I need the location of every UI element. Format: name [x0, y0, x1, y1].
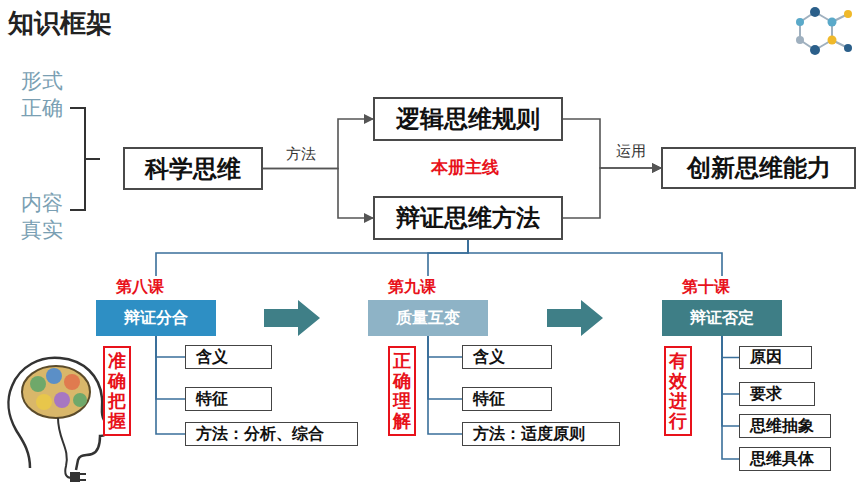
section-fill: 辩证否定: [662, 300, 782, 336]
sub-text: 含义: [196, 347, 228, 368]
bracket: [70, 108, 100, 210]
section-fill: 辩证分合: [96, 300, 216, 336]
sub-text: 方法：适度原则: [473, 424, 585, 445]
molecule-logo: [796, 7, 852, 55]
connector: [156, 336, 185, 434]
block-arrow: [547, 300, 603, 336]
connector: [428, 336, 462, 357]
main-box: 科学思维: [123, 147, 263, 190]
sub-box: 思维具体: [739, 447, 831, 471]
connector: [263, 169, 373, 219]
sub-text: 特征: [473, 389, 505, 410]
sub-box: 含义: [185, 345, 272, 369]
main-box: 创新思维能力: [661, 147, 856, 189]
connector: [263, 119, 373, 169]
sub-box: 原因: [739, 346, 812, 369]
connector: [722, 336, 739, 358]
sub-text: 要求: [750, 384, 782, 405]
mainline-label: 本册主线: [431, 156, 499, 179]
connector: [428, 336, 462, 399]
section-fill: 质量互变: [368, 300, 488, 336]
connector: [722, 336, 739, 459]
sec-box: 第八课辩证分合: [96, 276, 216, 336]
section-title: 质量互变: [396, 308, 460, 329]
connector: [428, 336, 462, 434]
sub-text: 特征: [196, 389, 228, 410]
main-text: 逻辑思维规则: [396, 103, 540, 135]
lesson-heading: 第九课: [368, 276, 488, 300]
sub-box: 方法：分析、综合: [185, 422, 358, 446]
connector: [722, 336, 739, 426]
main-text: 科学思维: [145, 153, 241, 185]
connector: [563, 119, 661, 168]
sec-box: 第十课辩证否定: [662, 276, 782, 336]
vert-text: 准确把握: [108, 351, 126, 430]
block-arrow: [264, 300, 320, 336]
sec-box: 第九课质量互变: [368, 276, 488, 336]
diagram-title: 知识框架: [8, 6, 112, 41]
sub-box: 含义: [462, 345, 552, 369]
connector: [156, 240, 468, 276]
main-text: 辩证思维方法: [396, 202, 540, 234]
edge-label: 运用: [614, 142, 648, 161]
connector: [563, 168, 661, 218]
sub-text: 思维抽象: [750, 416, 814, 437]
vert-box: 正确理解: [388, 346, 416, 436]
main-box: 辩证思维方法: [373, 196, 563, 240]
side-label: 形式正确: [20, 68, 64, 123]
vert-text: 正确理解: [393, 351, 411, 430]
sub-box: 特征: [185, 387, 272, 411]
sub-text: 思维具体: [750, 449, 814, 470]
connector: [428, 240, 468, 276]
sub-text: 原因: [750, 347, 782, 368]
sub-box: 方法：适度原则: [462, 422, 620, 446]
lesson-heading: 第十课: [662, 276, 782, 300]
main-box: 逻辑思维规则: [373, 97, 563, 141]
vert-text: 有效进行: [669, 351, 687, 430]
brain-head-illustration: [9, 358, 109, 482]
connector: [468, 240, 722, 276]
section-title: 辩证否定: [690, 308, 754, 329]
sub-box: 思维抽象: [739, 414, 831, 438]
lesson-heading: 第八课: [96, 276, 216, 300]
sub-box: 特征: [462, 387, 552, 411]
vert-box: 有效进行: [664, 346, 692, 436]
section-title: 辩证分合: [124, 308, 188, 329]
main-text: 创新思维能力: [687, 152, 831, 184]
sub-box: 要求: [739, 382, 815, 406]
side-label: 内容真实: [20, 190, 64, 245]
edge-label: 方法: [284, 145, 318, 164]
vert-box: 准确把握: [103, 346, 131, 436]
sub-text: 含义: [473, 347, 505, 368]
connector: [156, 336, 185, 357]
sub-text: 方法：分析、综合: [196, 424, 324, 445]
connector: [722, 336, 739, 394]
connector: [156, 336, 185, 399]
